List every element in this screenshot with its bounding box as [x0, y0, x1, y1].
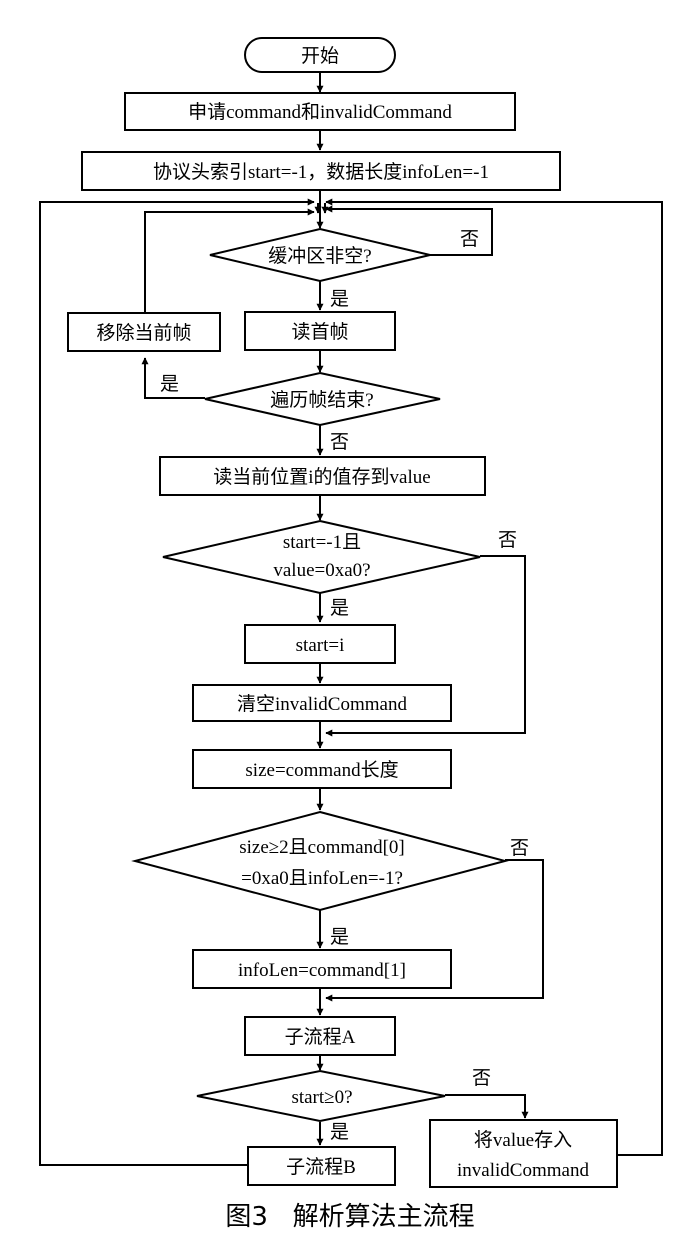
decision-start-value: start=-1且 value=0xa0? [162, 519, 481, 595]
node-start-label: 开始 [301, 45, 339, 67]
label-traverse-no: 否 [330, 432, 349, 453]
edge-buffer-no [325, 205, 493, 256]
label-cond-ge0-yes: 是 [330, 1122, 349, 1143]
node-set-start: start=i [244, 624, 396, 664]
node-size-assign-label: size=command长度 [245, 759, 398, 781]
decision-buffer-nonempty: 缓冲区非空? [209, 227, 431, 283]
decision-size-command-line2: =0xa0且infoLen=-1? [241, 868, 403, 889]
label-traverse-yes: 是 [160, 374, 179, 395]
decision-start-value-line1: start=-1且 [283, 532, 361, 553]
node-set-infolen-label: infoLen=command[1] [238, 960, 406, 981]
node-read-first-frame: 读首帧 [244, 311, 396, 351]
node-set-infolen: infoLen=command[1] [192, 949, 452, 989]
label-cond-start-no: 否 [498, 530, 517, 551]
node-clear-invalid-label: 清空invalidCommand [237, 693, 407, 715]
label-buffer-yes: 是 [330, 289, 349, 310]
node-sub-a: 子流程A [244, 1016, 396, 1056]
edge-traverse-yes [141, 357, 205, 399]
node-read-value-label: 读当前位置i的值存到value [213, 466, 430, 488]
node-set-start-label: start=i [296, 635, 345, 656]
node-store-invalid-line1: 将value存入 [474, 1129, 572, 1151]
edge-sub-b-to-loop [39, 198, 315, 1166]
edge-store-to-loop [325, 198, 663, 1156]
edge-cond-size-no [325, 859, 544, 1002]
decision-buffer-nonempty-label: 缓冲区非空? [268, 245, 371, 267]
decision-start-ge0: start≥0? [196, 1069, 446, 1123]
decision-frame-traverse-end: 遍历帧结束? [204, 371, 441, 427]
figure-caption: 图3 解析算法主流程 [225, 1202, 474, 1232]
branch-labels: 否 是 是 否 否 是 否 是 否 是 [160, 229, 529, 1143]
decision-size-command-line1: size≥2且command[0] [239, 837, 405, 858]
connectors [39, 72, 663, 1166]
label-buffer-no: 否 [460, 229, 479, 250]
decision-start-value-line2: value=0xa0? [273, 560, 370, 581]
label-cond-start-yes: 是 [330, 598, 349, 619]
node-alloc-label: 申请command和invalidCommand [188, 101, 452, 123]
node-store-invalid: 将value存入 invalidCommand [429, 1119, 618, 1188]
node-size-assign: size=command长度 [192, 749, 452, 789]
edge-remove-to-loop [144, 208, 315, 312]
node-remove-frame: 移除当前帧 [67, 312, 221, 352]
node-clear-invalid: 清空invalidCommand [192, 684, 452, 722]
node-sub-a-label: 子流程A [285, 1026, 356, 1048]
label-cond-size-no: 否 [510, 838, 529, 859]
decision-size-command: size≥2且command[0] =0xa0且infoLen=-1? [131, 810, 509, 912]
edge-cond-start-no [325, 555, 526, 737]
node-read-first-frame-label: 读首帧 [291, 321, 348, 343]
decision-start-ge0-label: start≥0? [291, 1087, 352, 1108]
node-init-label: 协议头索引start=-1，数据长度infoLen=-1 [153, 161, 489, 183]
node-alloc: 申请command和invalidCommand [124, 92, 516, 131]
node-remove-frame-label: 移除当前帧 [96, 322, 191, 344]
node-sub-b: 子流程B [247, 1146, 396, 1186]
node-store-invalid-line2: invalidCommand [457, 1160, 589, 1181]
node-read-value: 读当前位置i的值存到value [159, 456, 486, 496]
node-sub-b-label: 子流程B [286, 1156, 356, 1178]
label-cond-ge0-no: 否 [472, 1068, 491, 1089]
node-start: 开始 [244, 37, 396, 73]
label-cond-size-yes: 是 [330, 927, 349, 948]
decision-frame-traverse-end-label: 遍历帧结束? [270, 389, 373, 411]
edge-cond-ge0-no [445, 1094, 529, 1119]
node-init: 协议头索引start=-1，数据长度infoLen=-1 [81, 151, 561, 191]
